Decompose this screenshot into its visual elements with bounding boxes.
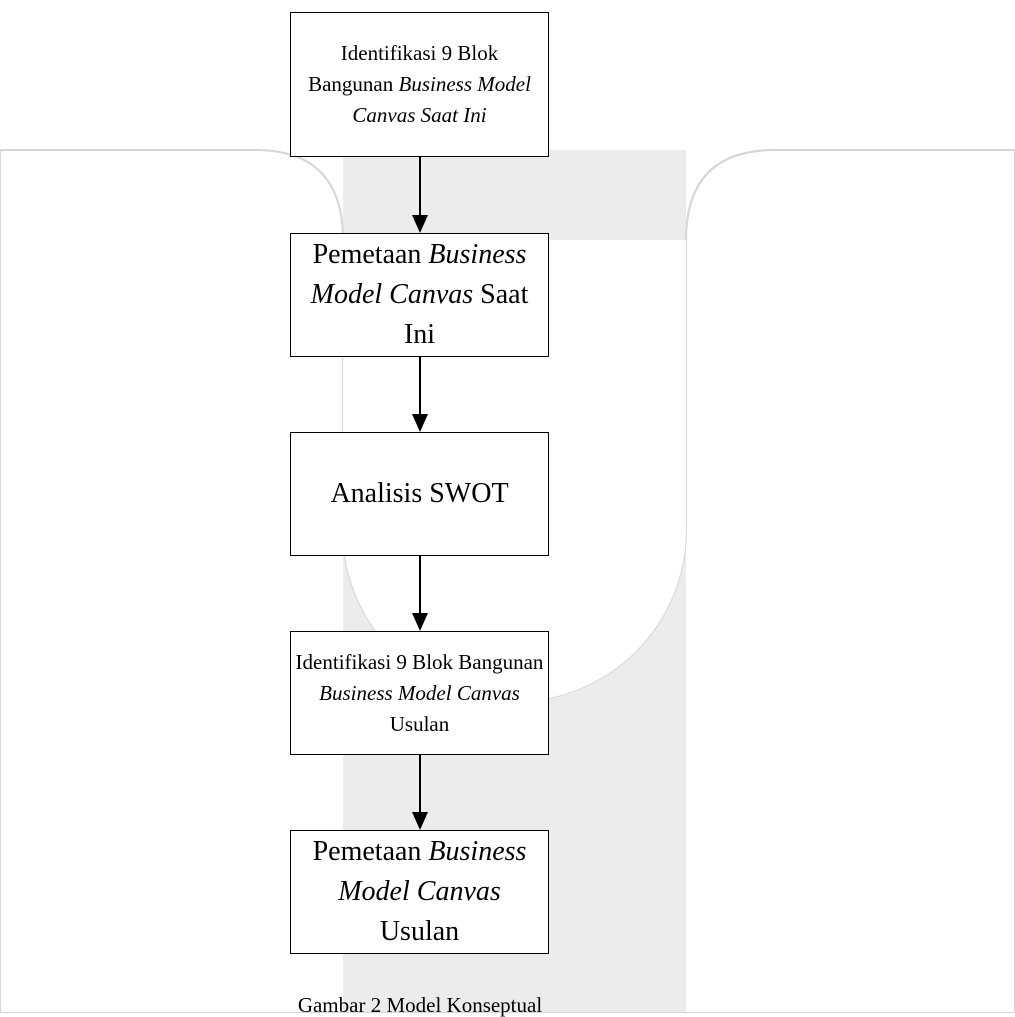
figure-caption: Gambar 2 Model Konseptual [297, 993, 543, 1017]
step-pemetaan-bmc-usulan: Pemetaan Business Model Canvas Usulan [290, 830, 549, 954]
arrow-1-to-2 [412, 157, 428, 233]
step-identifikasi-bmc-saat-ini: Identifikasi 9 Blok Bangunan Business Mo… [290, 12, 549, 157]
step-label: Pemetaan Business Model Canvas Usulan [312, 836, 527, 947]
step-label: Pemetaan Business Model Canvas Saat Ini [310, 239, 529, 350]
step-analisis-swot: Analisis SWOT [290, 432, 549, 556]
step-pemetaan-bmc-saat-ini: Pemetaan Business Model Canvas Saat Ini [290, 233, 549, 357]
arrow-3-to-4 [412, 556, 428, 631]
arrow-2-to-3 [412, 357, 428, 432]
step-identifikasi-bmc-usulan: Identifikasi 9 Blok Bangunan Business Mo… [290, 631, 549, 755]
step-label: Identifikasi 9 Blok Bangunan Business Mo… [308, 41, 531, 127]
step-label: Identifikasi 9 Blok Bangunan Business Mo… [295, 649, 544, 736]
arrow-4-to-5 [412, 755, 428, 830]
step-label: Analisis SWOT [330, 478, 509, 509]
